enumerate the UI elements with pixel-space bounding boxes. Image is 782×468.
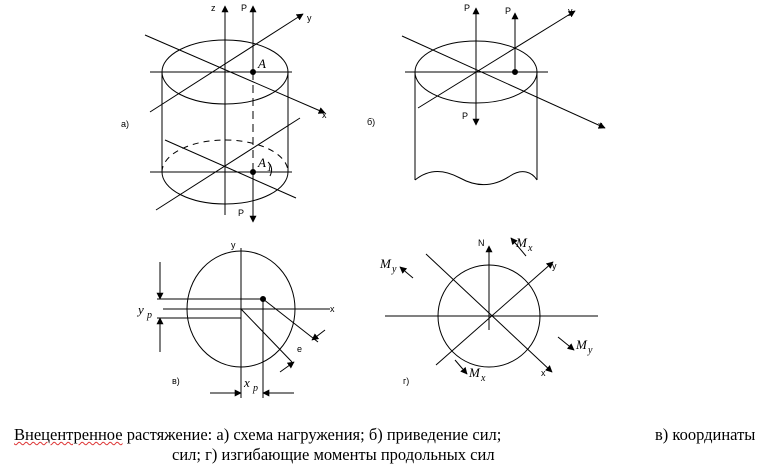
label-My-right-sub: y (587, 345, 593, 356)
figure-diagrams: z P y x A A 1 P а) P P y x P б) (121, 3, 606, 398)
label-e: e (297, 344, 302, 354)
label-N: N (478, 238, 485, 248)
bottom-ellipse-back (161, 139, 289, 173)
label-x-v: x (330, 304, 335, 314)
bottom-diagonal-axis-1 (164, 139, 297, 199)
label-My-left-base: M (379, 256, 392, 271)
panel-v-labels: y x y p x p e в) (136, 240, 335, 394)
caption-line-1-text: растяжение: а) схема нагружения; б) прив… (122, 425, 502, 444)
top-diagonal-axis (144, 34, 326, 114)
label-xp-base: x (243, 375, 250, 390)
panel-g-labels: N M x M y y M y x M x г) (379, 235, 593, 386)
label-y-v: y (231, 240, 236, 250)
label-yp-sub: p (146, 310, 152, 321)
label-z: z (211, 3, 216, 13)
label-Mx-bottom-sub: x (480, 373, 486, 384)
label-panel-a: а) (121, 119, 129, 129)
Mx-arrow-top (510, 237, 527, 257)
diagonal-axis-y-b (417, 10, 576, 109)
diagonal-x-g (425, 253, 553, 373)
label-Mx-bottom-base: M (468, 365, 481, 380)
label-A1-sub: 1 (267, 163, 272, 174)
force-point-v (260, 296, 266, 302)
label-P-b3: P (462, 111, 468, 121)
panel-a-loading-scheme (144, 5, 326, 223)
diagonal-y-g (435, 261, 554, 366)
break-line (414, 171, 538, 185)
Mx-arrow-bottom (454, 359, 468, 375)
point-A1 (250, 169, 256, 175)
label-A1-base: A (257, 155, 266, 170)
curl-mark-A1 (267, 161, 273, 177)
e-line-center (240, 308, 293, 363)
label-xp-sub: p (252, 383, 258, 394)
panel-g-bending-moments (385, 237, 598, 375)
caption-line-1: Внецентренное растяжение: а) схема нагру… (14, 425, 501, 445)
label-y-a: y (307, 13, 312, 23)
label-Mx-top-base: M (515, 235, 528, 250)
e-line-point (262, 298, 319, 343)
My-arrow-right (557, 336, 575, 351)
label-My-left-sub: y (391, 264, 397, 275)
label-yp-base: y (136, 302, 144, 317)
e-arrow-upper (311, 329, 326, 341)
label-P-bottom-a: P (238, 208, 244, 218)
caption-wavy-word: Внецентренное (14, 425, 123, 444)
point-A (250, 69, 256, 75)
point-offset-b (512, 69, 518, 75)
label-panel-b: б) (367, 117, 375, 127)
diagonal-axis-x-b (401, 35, 606, 129)
label-panel-g: г) (403, 376, 409, 386)
label-x-a: x (322, 110, 327, 120)
e-arrow-lower (279, 361, 295, 373)
label-P-b1: P (464, 3, 470, 13)
label-My-right-base: M (575, 337, 588, 352)
panel-a-labels: z P y x A A 1 P а) (121, 3, 327, 218)
label-x-b: x (598, 120, 603, 130)
caption-line-2: сил; г) изгибающие моменты продольных си… (172, 445, 495, 464)
label-P-b2: P (505, 6, 511, 16)
label-panel-v: в) (172, 376, 180, 386)
label-A: A (257, 56, 266, 71)
label-P-top-a: P (241, 3, 247, 13)
label-y-b: y (568, 6, 573, 16)
panel-v-coordinates (156, 248, 330, 398)
bottom-diagonal-axis-2 (155, 117, 301, 211)
panel-b-force-reduction (401, 7, 606, 185)
panel-b-labels: P P y x P б) (367, 3, 603, 130)
label-y-g: y (552, 261, 557, 271)
label-x-g: x (541, 368, 546, 378)
My-arrow-left (399, 266, 414, 279)
caption-line-1-tail: в) координаты (655, 425, 756, 444)
top-y-axis (149, 13, 304, 113)
label-Mx-top-sub: x (527, 243, 533, 254)
